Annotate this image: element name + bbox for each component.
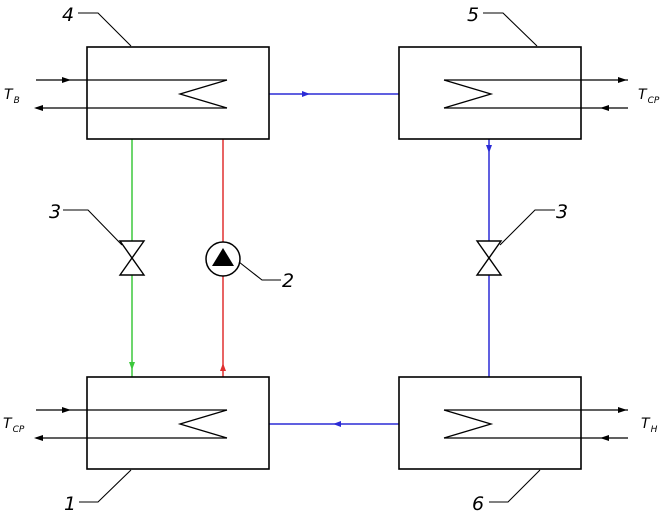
flow-arrow-icon: [600, 105, 609, 111]
leader-lines: [63, 12, 555, 503]
heat-exchanger-5: [398, 46, 628, 140]
flow-arrow-icon: [618, 407, 627, 413]
pipelines: [129, 91, 492, 427]
label-hx6: 6: [472, 493, 484, 515]
label-valve-left: 3: [49, 201, 61, 223]
label-hx1: 1: [64, 493, 76, 515]
heat-exchanger-coil-icon: [443, 79, 494, 109]
label-pump: 2: [282, 270, 294, 292]
flow-arrow-icon: [618, 77, 627, 83]
heat-exchanger-coil-icon: [443, 409, 494, 439]
circulation-pump-icon: [205, 241, 241, 277]
flow-arrow-icon: [62, 77, 71, 83]
temp-label-th: TН: [641, 416, 658, 435]
flow-arrow-icon: [62, 407, 71, 413]
heat-exchanger-coil-icon: [177, 409, 228, 439]
expansion-valve-icon: [118, 240, 146, 276]
flow-arrow-icon: [220, 363, 226, 371]
flow-arrow-icon: [486, 145, 492, 153]
flow-arrow-icon: [333, 421, 341, 427]
heat-exchanger-6: [398, 376, 628, 470]
temp-label-tb: TВ: [4, 87, 20, 106]
label-hx4: 4: [62, 4, 74, 26]
expansion-valve-icon: [475, 240, 503, 276]
flow-arrow-icon: [302, 91, 310, 97]
label-hx5: 5: [467, 4, 479, 26]
label-valve-right: 3: [556, 201, 568, 223]
flow-arrow-icon: [600, 435, 609, 441]
temp-label-tcp-top: TСР: [638, 87, 660, 106]
heat-exchanger-4: [34, 46, 270, 140]
heat-exchanger-1: [34, 376, 270, 470]
flow-arrow-icon: [34, 435, 43, 441]
flow-arrow-icon: [34, 105, 43, 111]
temp-label-tcp-bottom: TСР: [3, 416, 25, 435]
flow-arrow-icon: [129, 362, 135, 370]
heat-exchanger-coil-icon: [177, 79, 228, 109]
